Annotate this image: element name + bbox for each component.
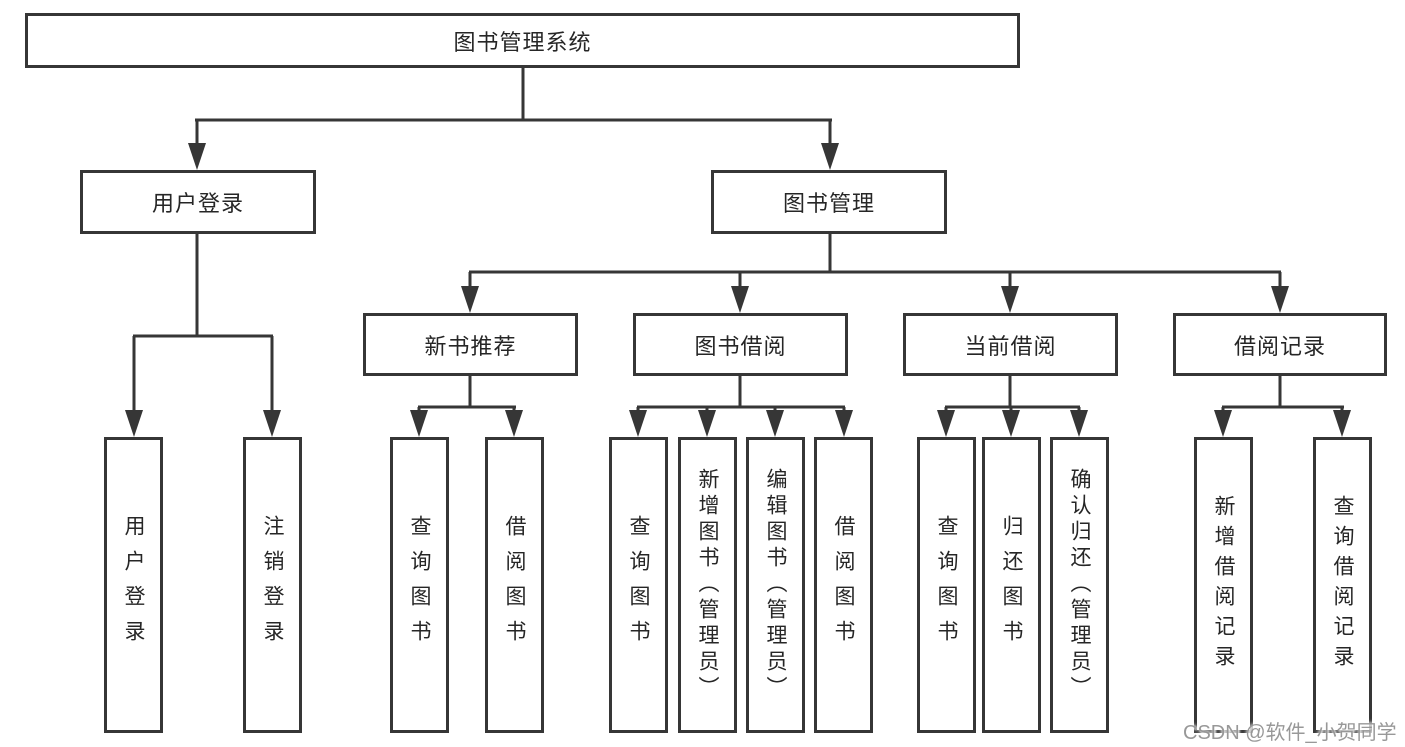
leaf-edit-book-admin: 编辑图书（管理员） xyxy=(746,437,805,733)
node-book-management: 图书管理 xyxy=(711,170,947,234)
leaf-confirm-return-admin-label: 确认归还（管理员） xyxy=(1068,468,1091,702)
leaf-user-login: 用户登录 xyxy=(104,437,163,733)
node-book-management-label: 图书管理 xyxy=(782,191,875,216)
leaf-query-book-recommend-label: 查询图书 xyxy=(408,515,431,655)
node-user-login: 用户登录 xyxy=(80,170,316,234)
leaf-query-book-current-label: 查询图书 xyxy=(935,515,958,655)
node-root: 图书管理系统 xyxy=(25,13,1020,68)
node-new-book-recommend: 新书推荐 xyxy=(363,313,578,376)
node-borrow-record-label: 借阅记录 xyxy=(1233,333,1326,359)
node-user-login-label: 用户登录 xyxy=(151,191,244,216)
leaf-query-borrow-record: 查询借阅记录 xyxy=(1313,437,1372,733)
leaf-query-book-recommend: 查询图书 xyxy=(390,437,449,733)
leaf-confirm-return-admin: 确认归还（管理员） xyxy=(1050,437,1109,733)
leaf-borrow-book: 借阅图书 xyxy=(814,437,873,733)
node-root-label: 图书管理系统 xyxy=(453,29,592,55)
leaf-logout: 注销登录 xyxy=(243,437,302,733)
leaf-add-book-admin: 新增图书（管理员） xyxy=(678,437,737,733)
node-current-borrow-label: 当前借阅 xyxy=(964,333,1057,359)
leaf-query-book-borrow: 查询图书 xyxy=(609,437,668,733)
leaf-add-borrow-record-label: 新增借阅记录 xyxy=(1212,495,1235,675)
node-current-borrow: 当前借阅 xyxy=(903,313,1118,376)
leaf-query-borrow-record-label: 查询借阅记录 xyxy=(1331,495,1354,675)
node-new-book-recommend-label: 新书推荐 xyxy=(424,333,517,359)
leaf-add-borrow-record: 新增借阅记录 xyxy=(1194,437,1253,733)
leaf-add-book-admin-label: 新增图书（管理员） xyxy=(696,468,719,702)
leaf-query-book-borrow-label: 查询图书 xyxy=(627,515,650,655)
leaf-query-book-current: 查询图书 xyxy=(917,437,976,733)
leaf-user-login-label: 用户登录 xyxy=(122,515,145,655)
leaf-return-book-label: 归还图书 xyxy=(1000,515,1023,655)
leaf-logout-label: 注销登录 xyxy=(261,515,284,655)
leaf-borrow-book-label: 借阅图书 xyxy=(832,515,855,655)
node-book-borrow-label: 图书借阅 xyxy=(694,333,787,359)
leaf-borrow-book-recommend-label: 借阅图书 xyxy=(503,515,526,655)
leaf-return-book: 归还图书 xyxy=(982,437,1041,733)
leaf-borrow-book-recommend: 借阅图书 xyxy=(485,437,544,733)
leaf-edit-book-admin-label: 编辑图书（管理员） xyxy=(764,468,787,702)
node-borrow-record: 借阅记录 xyxy=(1173,313,1387,376)
node-book-borrow: 图书借阅 xyxy=(633,313,848,376)
